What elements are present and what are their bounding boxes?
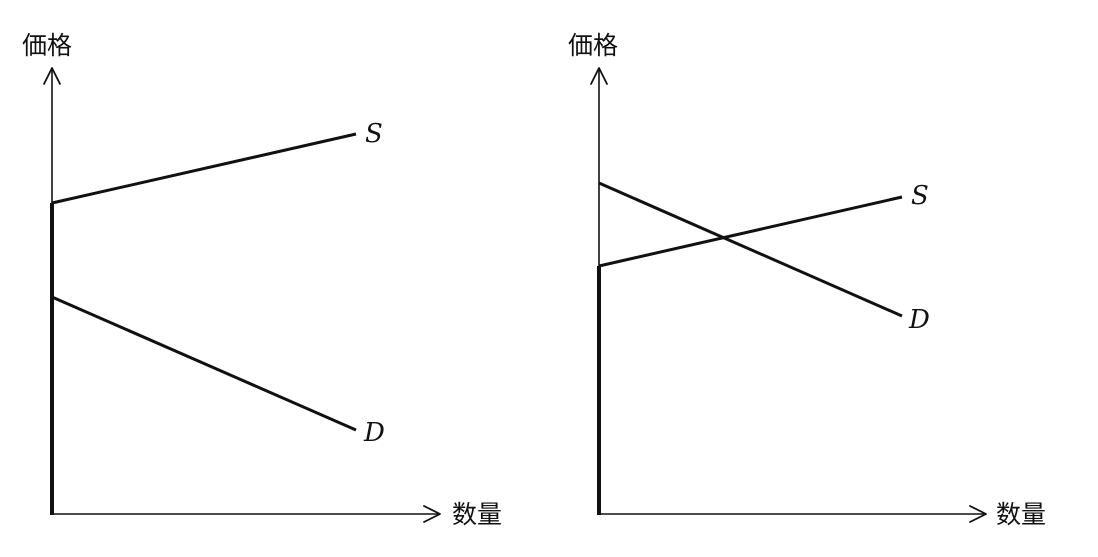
right-x-axis-arrow-icon (969, 505, 987, 523)
right-y-axis-arrow-icon (590, 67, 608, 85)
right-supply-curve (598, 195, 903, 268)
left-demand-curve (51, 295, 357, 432)
left-x-axis-label: 数量 (452, 500, 502, 529)
right-demand-label: D (908, 305, 930, 335)
right-panel: 価格 数量 S D (568, 31, 1046, 529)
left-panel: 価格 数量 S D (22, 31, 502, 529)
left-demand-label: D (363, 418, 385, 448)
right-supply-label: S (911, 181, 929, 211)
left-supply-label: S (365, 119, 383, 149)
left-y-axis-label: 価格 (22, 31, 72, 60)
left-y-axis-arrow-icon (43, 67, 61, 85)
left-supply-curve (51, 132, 357, 205)
left-x-axis-arrow-icon (423, 505, 441, 523)
right-y-axis-label: 価格 (568, 31, 618, 60)
right-x-axis-label: 数量 (996, 500, 1046, 529)
right-demand-curve (598, 181, 903, 318)
